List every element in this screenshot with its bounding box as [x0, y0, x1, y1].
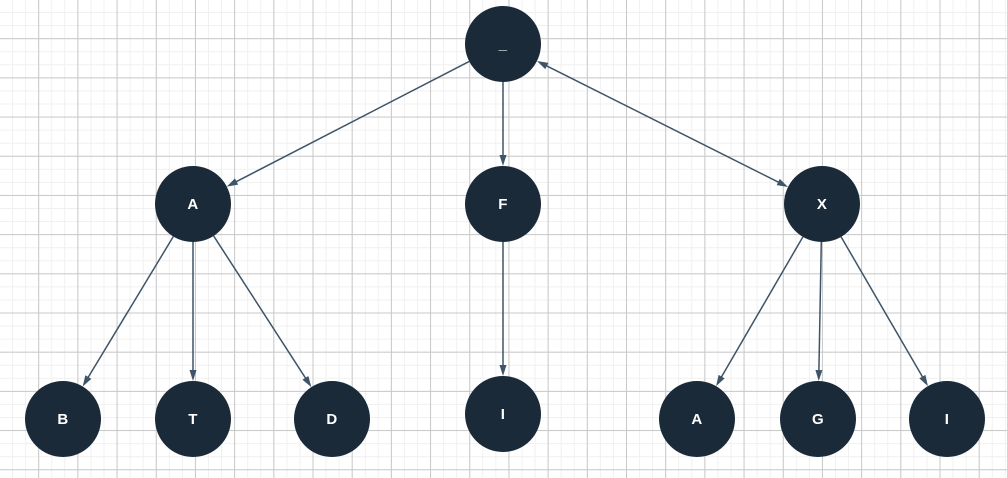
graph-node-x1[interactable]: X [784, 166, 860, 242]
graph-edge [226, 60, 470, 187]
node-label: I [500, 405, 506, 423]
node-label: X [816, 195, 828, 213]
node-label: F [498, 195, 508, 213]
graph-edge [499, 242, 507, 376]
graph-node-g2[interactable]: G [780, 381, 856, 457]
node-label: D [326, 410, 338, 428]
node-label: B [57, 410, 69, 428]
node-label: I [944, 410, 950, 428]
node-label: A [691, 410, 703, 428]
graph-edge [82, 236, 174, 387]
graph-edge [189, 242, 197, 381]
graph-node-i2[interactable]: I [465, 376, 541, 452]
node-label: T [188, 410, 198, 428]
graph-node-i3[interactable]: I [909, 381, 985, 457]
graph-edge [716, 236, 804, 387]
graph-node-a1[interactable]: A [155, 166, 231, 242]
graph-edge [499, 82, 507, 166]
graph-edge [213, 235, 312, 388]
graph-edge [536, 61, 789, 187]
graph-node-d2[interactable]: D [294, 381, 370, 457]
node-label: G [812, 410, 824, 428]
graph-node-a2[interactable]: A [659, 381, 735, 457]
node-label: A [187, 195, 199, 213]
graph-edge [815, 241, 823, 382]
graph-node-f1[interactable]: F [465, 166, 541, 242]
graph-node-t2[interactable]: T [155, 381, 231, 457]
graph-edge [840, 236, 928, 387]
node-label: _ [498, 35, 508, 53]
graph-node-b2[interactable]: B [25, 381, 101, 457]
graph-node-root[interactable]: _ [465, 6, 541, 82]
